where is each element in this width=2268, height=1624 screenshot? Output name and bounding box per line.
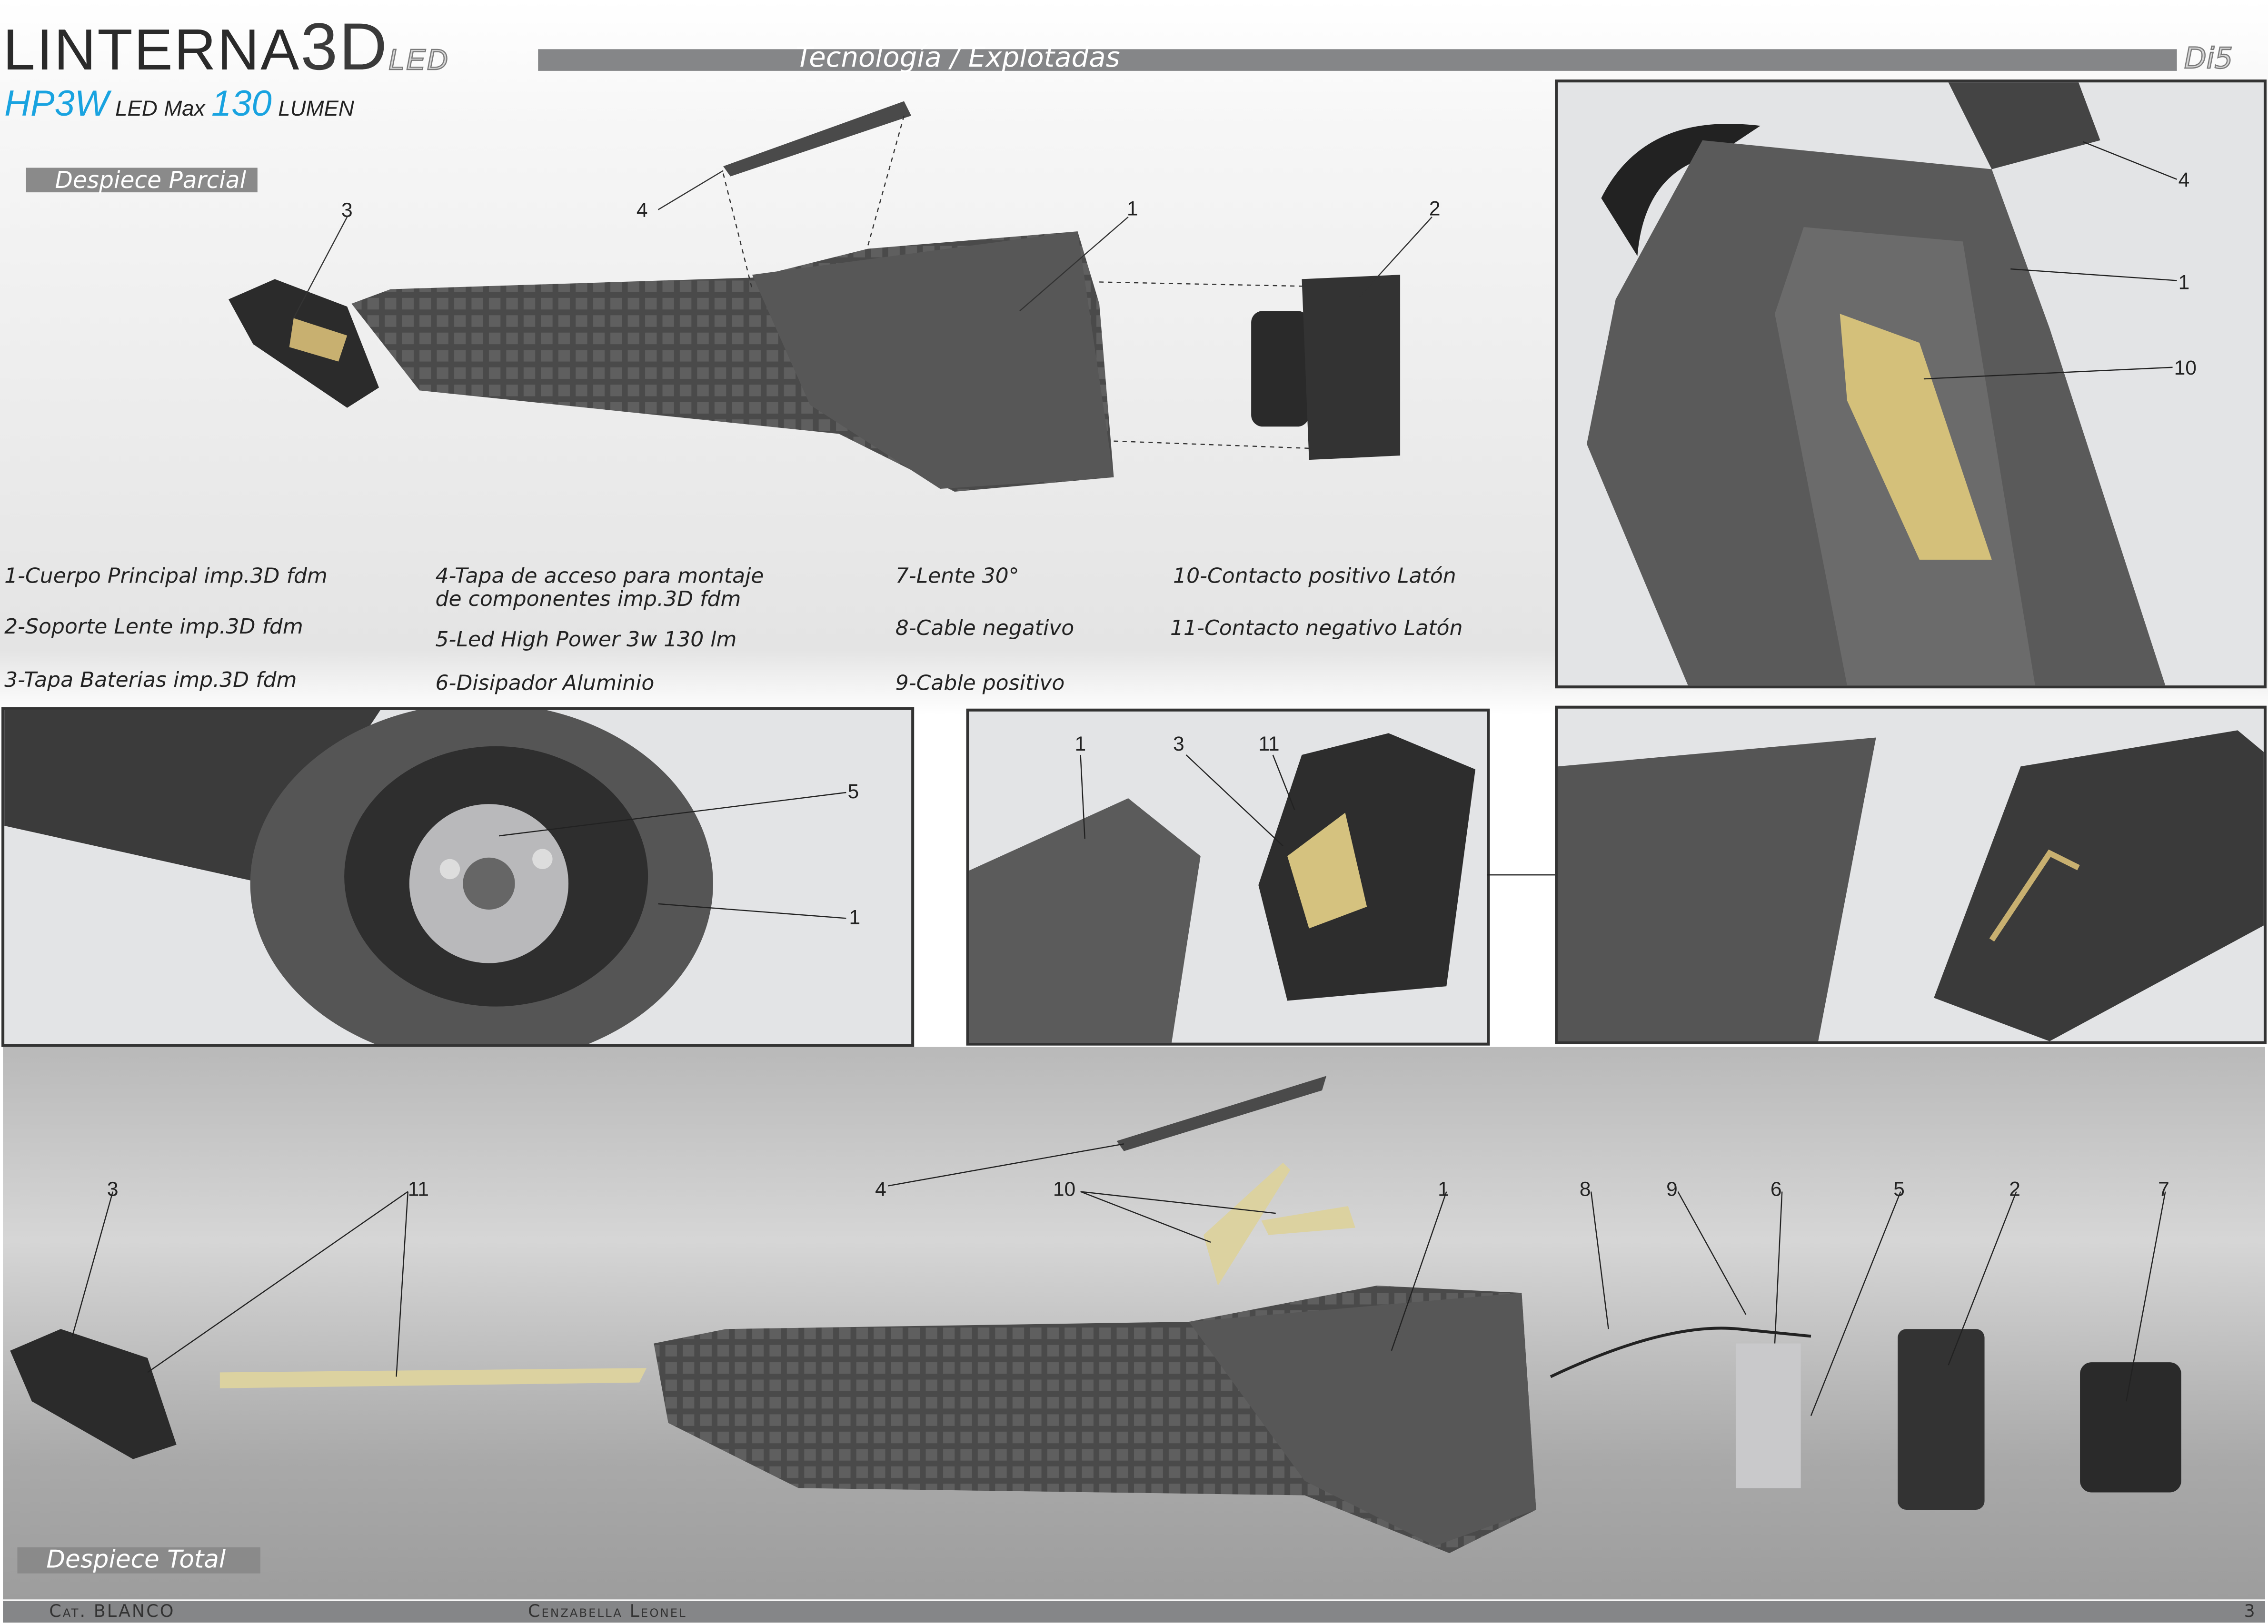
section-label-total: Despiece Total	[17, 1547, 261, 1574]
callout-1: 1	[1074, 732, 1086, 755]
lumens-value: 130	[211, 84, 272, 125]
lens-part	[1251, 311, 1309, 427]
legend-item: 11-Contacto negativo Latón	[1170, 617, 1463, 641]
detail-panel-lid	[1555, 705, 2267, 1044]
callout-10: 10	[1053, 1177, 1076, 1200]
legend-item: 7-Lente 30°	[895, 565, 1019, 589]
course-code: Di5	[2184, 40, 2234, 76]
detail-panel-cap	[966, 708, 1490, 1046]
brass-contact-part	[289, 318, 348, 362]
legend-item: 8-Cable negativo	[895, 617, 1074, 641]
title-main: LINTERNA	[3, 19, 301, 83]
title-led: LED	[388, 44, 449, 77]
callout-6: 6	[1770, 1177, 1782, 1200]
lens-holder-part	[1302, 275, 1401, 460]
legend-item: 9-Cable positivo	[895, 672, 1065, 696]
legend-item: 10-Contacto positivo Latón	[1173, 565, 1456, 589]
callout-2: 2	[2009, 1177, 2020, 1200]
footer-category: Cat. BLANCO	[49, 1601, 175, 1621]
detail-panel-led	[1, 707, 915, 1047]
callout-1: 1	[1126, 197, 1138, 220]
callout-9: 9	[1666, 1177, 1678, 1200]
header-bar	[538, 49, 2177, 71]
detail-panel-internal	[1555, 79, 2267, 689]
callout-11: 11	[1258, 732, 1280, 755]
header-bar-text: Tecnología / Explotadas	[796, 42, 1120, 74]
legend-item: 1-Cuerpo Principal imp.3D fdm	[4, 565, 328, 589]
footer-author: Cenzabella Leonel	[527, 1601, 687, 1621]
callout-1: 1	[849, 905, 861, 929]
legend-item: 3-Tapa Baterias imp.3D fdm	[4, 669, 297, 693]
access-lid-part	[723, 101, 912, 177]
total-explode-area	[3, 1047, 2265, 1600]
section-label-partial: Despiece Parcial	[26, 168, 258, 193]
callout-lines	[293, 115, 1432, 449]
callout-8: 8	[1579, 1177, 1591, 1200]
title-3d: 3D	[300, 9, 389, 84]
board-title: LINTERNA3DLED	[3, 13, 449, 89]
legend-item: de componentes imp.3D fdm	[435, 588, 741, 612]
footer-page-number: 3	[2244, 1601, 2257, 1621]
led-label: LED	[115, 97, 158, 122]
callout-3: 3	[341, 198, 353, 221]
callout-4: 4	[636, 198, 648, 221]
callout-2: 2	[1429, 197, 1441, 220]
legend-item: 5-Led High Power 3w 130 lm	[435, 629, 737, 653]
callout-5: 5	[1893, 1177, 1905, 1200]
max-label: Max	[164, 97, 205, 122]
legend-item: 2-Soporte Lente imp.3D fdm	[4, 616, 303, 639]
callout-10: 10	[2174, 356, 2197, 379]
callout-11: 11	[408, 1177, 429, 1200]
callout-3: 3	[107, 1177, 119, 1200]
callout-5: 5	[847, 779, 859, 803]
callout-4: 4	[2178, 168, 2190, 191]
legend-item: 4-Tapa de acceso para montaje	[435, 565, 764, 589]
callout-1: 1	[2178, 270, 2190, 294]
legend-item: 6-Disipador Aluminio	[435, 672, 655, 696]
callout-3: 3	[1173, 732, 1184, 755]
main-body-head	[752, 231, 1114, 489]
callout-4: 4	[875, 1177, 886, 1200]
callout-7: 7	[2158, 1177, 2169, 1200]
model-name: HP3W	[4, 84, 109, 125]
callout-1: 1	[1438, 1177, 1449, 1200]
lumens-unit: LUMEN	[278, 97, 354, 122]
subtitle: HP3W LED Max 130 LUMEN	[4, 84, 354, 126]
footer-bar: Cat. BLANCO Cenzabella Leonel 3	[3, 1601, 2265, 1623]
